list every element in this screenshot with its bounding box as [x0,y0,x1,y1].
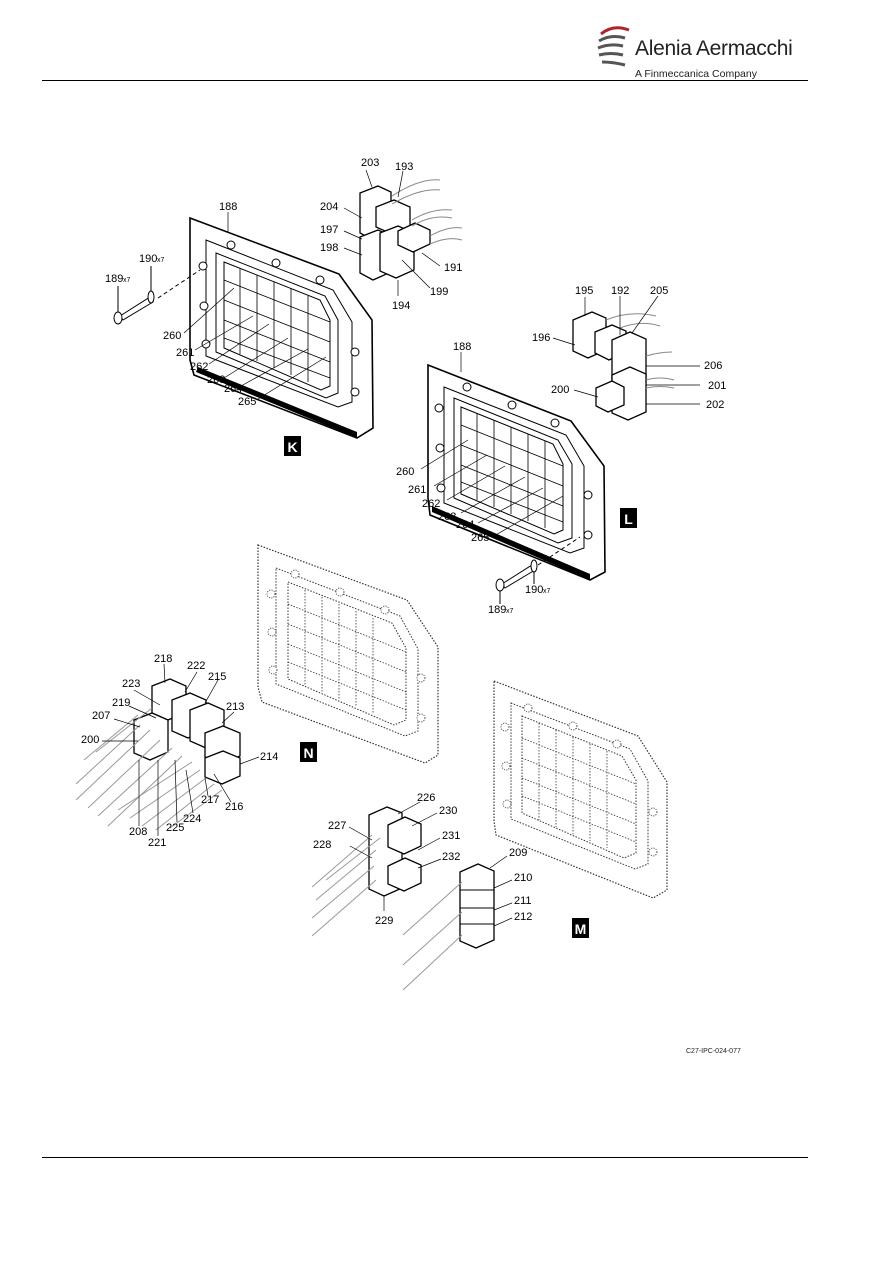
view-m-letter: M [575,921,587,937]
svg-text:223: 223 [122,678,140,690]
view-m-assembly: M 226 230 227 231 228 232 229 209 210 21… [311,680,668,991]
svg-text:x7: x7 [543,588,551,595]
view-n-assembly: N 218 222 215 223 219 213 207 200 214 21… [75,544,439,849]
svg-text:208: 208 [129,826,147,838]
logo-mark-icon [597,26,630,67]
svg-text:205: 205 [650,285,668,297]
svg-text:260: 260 [396,466,414,478]
svg-text:212: 212 [514,911,532,923]
svg-text:213: 213 [226,701,244,713]
svg-text:218: 218 [154,653,172,665]
svg-text:x7: x7 [123,277,131,284]
svg-text:221: 221 [148,837,166,849]
svg-text:x7: x7 [157,257,165,264]
header-rule [42,80,808,81]
svg-text:203: 203 [361,157,379,169]
svg-text:202: 202 [706,399,724,411]
view-n-letter: N [303,745,313,761]
callout-188: 188 [219,201,237,213]
svg-text:201: 201 [708,380,726,392]
view-k-letter: K [287,439,297,455]
svg-text:231: 231 [442,830,460,842]
svg-text:262: 262 [190,361,208,373]
svg-text:206: 206 [704,360,722,372]
svg-text:260: 260 [163,330,181,342]
svg-text:198: 198 [320,242,338,254]
svg-text:217: 217 [201,794,219,806]
svg-text:265: 265 [471,532,489,544]
svg-text:195: 195 [575,285,593,297]
svg-text:226: 226 [417,792,435,804]
svg-text:200: 200 [81,734,99,746]
svg-text:207: 207 [92,710,110,722]
svg-text:222: 222 [187,660,205,672]
company-logo: Alenia Aermacchi A Finmeccanica Company [595,24,805,80]
view-l-letter: L [624,511,633,527]
svg-text:214: 214 [260,751,278,763]
svg-text:193: 193 [395,161,413,173]
svg-text:192: 192 [611,285,629,297]
svg-text:204: 204 [320,201,338,213]
svg-text:219: 219 [112,697,130,709]
svg-text:210: 210 [514,872,532,884]
svg-text:224: 224 [183,813,201,825]
svg-text:196: 196 [532,332,550,344]
svg-text:197: 197 [320,224,338,236]
svg-text:264: 264 [224,383,242,395]
brand-subtitle: A Finmeccanica Company [635,68,757,80]
svg-text:190: 190 [525,584,543,596]
svg-text:x7: x7 [506,608,514,615]
callout-189: 189 [105,273,123,285]
svg-text:188: 188 [453,341,471,353]
svg-text:264: 264 [456,519,474,531]
svg-text:263: 263 [438,511,456,523]
drawing-reference: C27-IPC-024-077 [686,1048,741,1055]
svg-text:229: 229 [375,915,393,927]
svg-text:194: 194 [392,300,410,312]
svg-text:263: 263 [207,374,225,386]
svg-text:261: 261 [176,347,194,359]
svg-text:225: 225 [166,822,184,834]
svg-text:265: 265 [238,396,256,408]
svg-text:262: 262 [422,498,440,510]
svg-text:232: 232 [442,851,460,863]
svg-text:261: 261 [408,484,426,496]
callout-190: 190 [139,253,157,265]
svg-text:230: 230 [439,805,457,817]
svg-text:199: 199 [430,286,448,298]
footer-rule [42,1157,808,1158]
brand-name: Alenia Aermacchi [635,37,793,60]
svg-text:228: 228 [313,839,331,851]
svg-text:215: 215 [208,671,226,683]
svg-text:200: 200 [551,384,569,396]
svg-text:191: 191 [444,262,462,274]
svg-text:227: 227 [328,820,346,832]
svg-text:211: 211 [514,895,532,907]
view-k-assembly: K 188 189 x7 190 x7 203 193 204 197 198 … [105,157,462,456]
view-l-assembly: L 188 189 x7 190 x7 195 192 205 196 206 … [396,285,726,616]
svg-text:209: 209 [509,847,527,859]
svg-text:216: 216 [225,801,243,813]
svg-text:189: 189 [488,604,506,616]
